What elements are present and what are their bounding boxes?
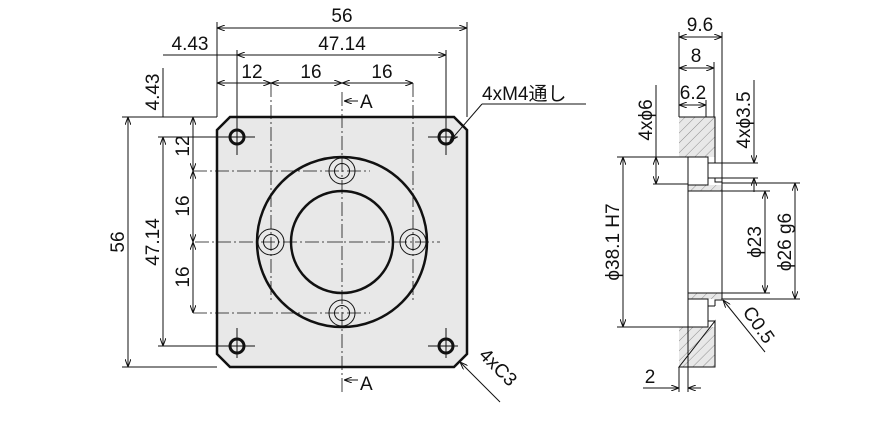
dim-h-16a: 16 — [300, 62, 321, 83]
front-view: 56 47.14 4.43 12 16 16 56 47.14 4.43 12 … — [108, 6, 586, 403]
dim-h-16b: 16 — [371, 62, 392, 83]
thread-note: 4xM4通し — [482, 83, 566, 105]
dim-pilot-bore: ϕ38.1 H7 — [603, 203, 624, 280]
dim-bore: ϕ23 — [745, 226, 766, 258]
dim-v-12: 12 — [173, 135, 194, 156]
dim-offset-v: 4.43 — [143, 74, 164, 111]
section-view: 9.6 8 6.2 ϕ38.1 H7 4xϕ6 4xϕ3.5 ϕ23 ϕ26 g… — [603, 15, 800, 392]
section-top-hatch — [679, 117, 715, 157]
dim-height-56: 56 — [108, 231, 129, 252]
dim-boss: ϕ26 g6 — [775, 213, 796, 271]
dim-v-16b: 16 — [173, 266, 194, 287]
counterbored-holes — [257, 157, 427, 327]
dim-h-12: 12 — [241, 62, 262, 83]
dim-counterbore: 4xϕ6 — [636, 99, 657, 140]
dim-wall-2: 2 — [645, 367, 656, 388]
section-mark-bottom: A — [360, 374, 373, 395]
dim-pitch-v: 47.14 — [143, 218, 164, 266]
dim-offset-h: 4.43 — [172, 34, 209, 55]
dim-v-16a: 16 — [173, 195, 194, 216]
section-mark-top: A — [360, 92, 373, 113]
dim-through-hole: 4xϕ3.5 — [734, 91, 755, 148]
dim-pitch-h: 47.14 — [318, 34, 366, 55]
section-bottom-hatch — [679, 327, 715, 367]
dim-thickness-6-2: 6.2 — [680, 83, 706, 104]
dim-width-56: 56 — [331, 6, 352, 27]
dim-thickness-9-6: 9.6 — [687, 15, 713, 36]
dim-thickness-8: 8 — [691, 46, 702, 67]
